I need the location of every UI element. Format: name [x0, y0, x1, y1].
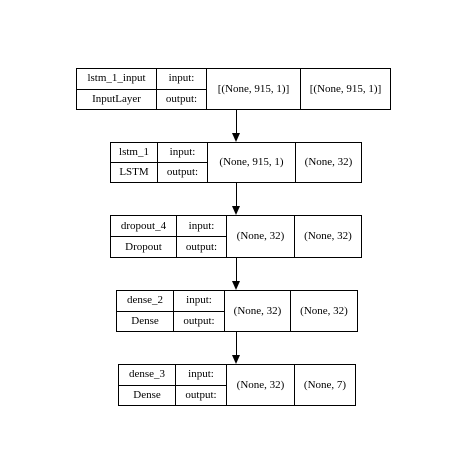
input-label: input:: [169, 146, 196, 158]
output-label: output:: [157, 88, 206, 110]
layer-type: LSTM: [111, 162, 157, 182]
input-label: input:: [188, 219, 215, 232]
arrow-head-icon: [232, 206, 240, 215]
layer-type: InputLayer: [77, 88, 156, 110]
output-label: output:: [177, 236, 226, 257]
output-shape: (None, 32): [304, 230, 352, 242]
edge-arrow: [236, 332, 237, 356]
output-label: output:: [174, 310, 224, 332]
arrow-head-icon: [232, 133, 240, 142]
output-label: output:: [176, 384, 226, 406]
input-shape: (None, 32): [233, 304, 282, 317]
layer-node-lstm-1-input: lstm_1_input InputLayer input: output: […: [76, 68, 391, 110]
layer-type: Dense: [117, 310, 173, 332]
layer-name: lstm_1_input: [87, 72, 146, 85]
layer-node-dropout-4: dropout_4 Dropout input: output: (None, …: [110, 215, 362, 258]
input-label: input:: [186, 294, 212, 307]
layer-name: dense_3: [128, 368, 166, 381]
output-shape: (None, 7): [303, 378, 347, 391]
input-label: input:: [168, 72, 195, 85]
edge-arrow: [236, 258, 237, 282]
layer-node-dense-2: dense_2 Dense input: output: (None, 32) …: [116, 290, 358, 332]
output-shape: (None, 32): [304, 156, 353, 168]
layer-name: dropout_4: [120, 219, 167, 232]
layer-node-lstm-1: lstm_1 LSTM input: output: (None, 915, 1…: [110, 142, 362, 183]
output-shape: [(None, 915, 1)]: [309, 82, 382, 95]
output-shape: (None, 32): [300, 304, 348, 317]
input-shape: (None, 32): [236, 378, 285, 391]
layer-node-dense-3: dense_3 Dense input: output: (None, 32) …: [118, 364, 356, 406]
edge-arrow: [236, 183, 237, 207]
input-label: input:: [188, 368, 214, 381]
input-shape: [(None, 915, 1)]: [217, 82, 290, 95]
output-label: output:: [158, 162, 207, 182]
arrow-head-icon: [232, 281, 240, 290]
arrow-head-icon: [232, 355, 240, 364]
layer-name: dense_2: [126, 294, 164, 307]
layer-type: Dropout: [111, 236, 176, 257]
edge-arrow: [236, 110, 237, 134]
input-shape: (None, 915, 1): [219, 156, 284, 168]
input-shape: (None, 32): [236, 230, 285, 242]
layer-name: lstm_1: [119, 146, 149, 158]
layer-type: Dense: [119, 384, 175, 406]
